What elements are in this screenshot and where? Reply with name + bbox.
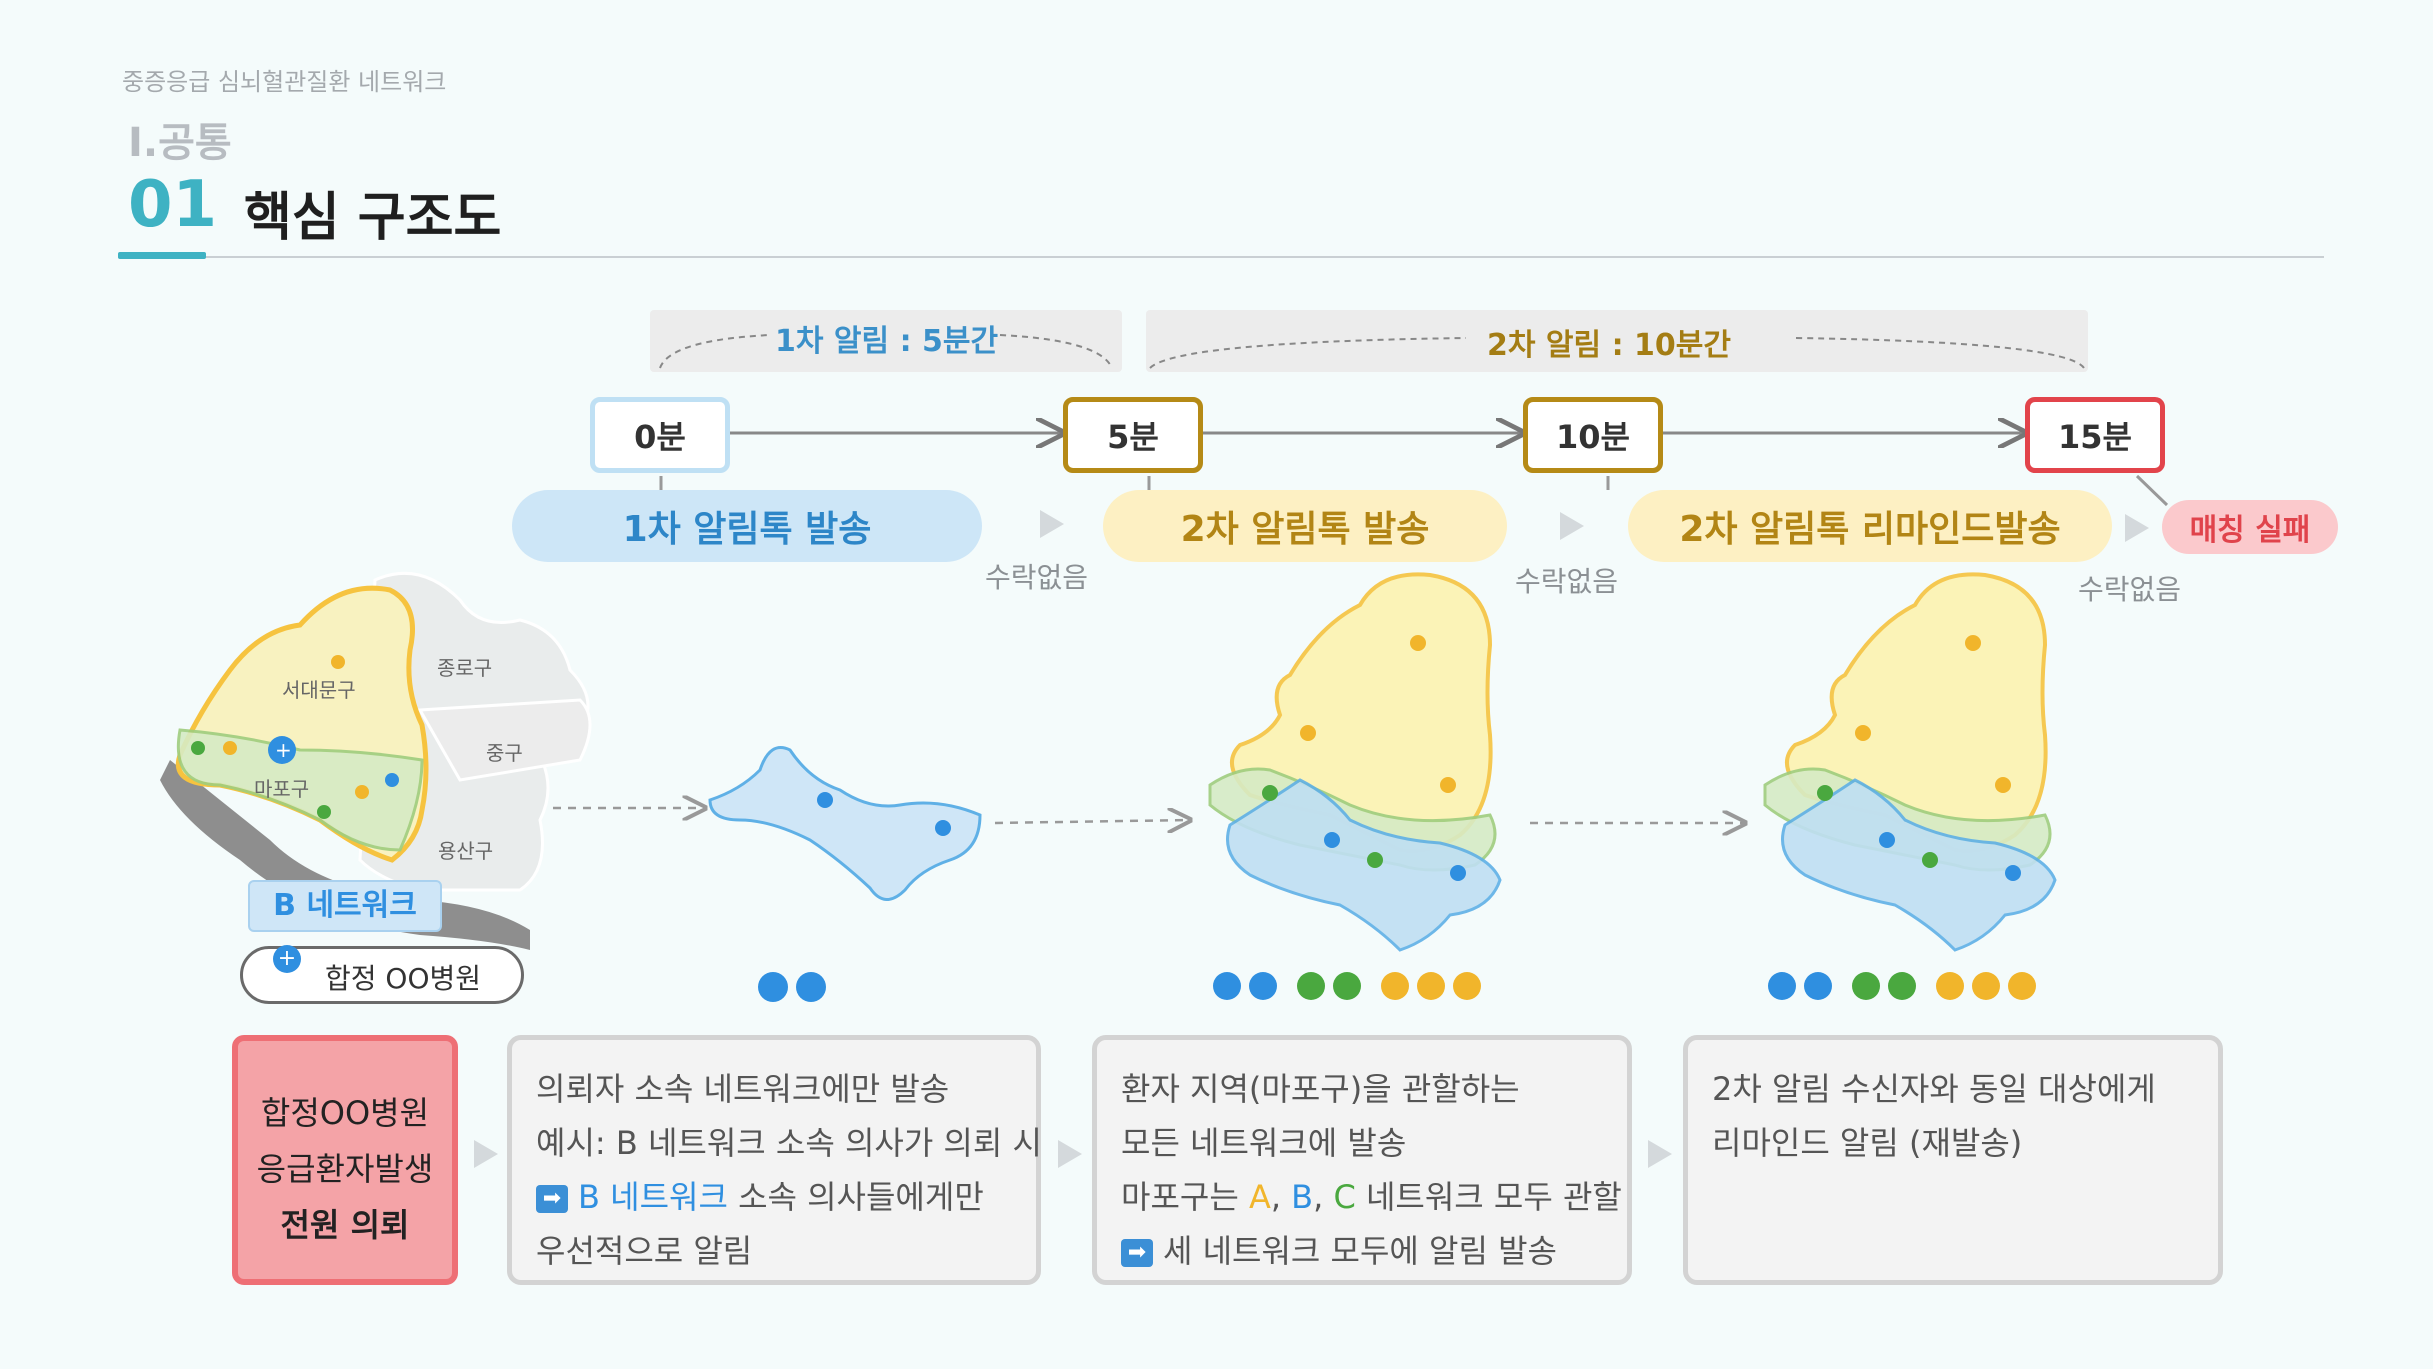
page-title: 핵심 구조도 bbox=[244, 188, 502, 248]
phase-1-bracket: 1차 알림 : 5분간 bbox=[650, 310, 1122, 372]
step-1-pill: 1차 알림톡 발송 bbox=[512, 490, 982, 562]
pin-yellow bbox=[1972, 972, 2000, 1000]
step-arrow-2 bbox=[1560, 512, 1584, 540]
no-response-2: 수락없음 bbox=[1515, 565, 1619, 598]
phase-2-label: 2차 알림 : 10분간 bbox=[1487, 328, 1731, 363]
network-b: B bbox=[1291, 1178, 1314, 1216]
card2-line-1: 환자 지역(마포구)을 관할하는 bbox=[1121, 1070, 1520, 1108]
pin-yellow bbox=[1453, 972, 1481, 1000]
region-map-abc bbox=[1208, 572, 1502, 952]
section-label: I.공통 bbox=[128, 120, 232, 166]
step-2-pill: 2차 알림톡 발송 bbox=[1103, 490, 1507, 562]
card3-line-1: 2차 알림 수신자와 동일 대상에게 bbox=[1712, 1070, 2156, 1108]
card1-line-3: ➡ B 네트워크 소속 의사들에게만 bbox=[536, 1170, 1012, 1224]
step-3-pill: 2차 알림톡 리마인드발송 bbox=[1628, 490, 2112, 562]
pin-blue bbox=[1213, 972, 1241, 1000]
card3-line-2: 리마인드 알림 (재발송) bbox=[1712, 1124, 2023, 1162]
pin-green bbox=[1297, 972, 1325, 1000]
card2-line-3-post: 네트워크 모두 관할 bbox=[1355, 1178, 1622, 1216]
phase-1-label: 1차 알림 : 5분간 bbox=[775, 324, 999, 359]
step-arrow-3 bbox=[2125, 514, 2149, 542]
pin-yellow bbox=[1936, 972, 1964, 1000]
phase-1-curve bbox=[659, 334, 1113, 369]
origin-line-1: 합정OO병원 bbox=[260, 1094, 430, 1132]
info-card-1: 의뢰자 소속 네트워크에만 발송 예시: B 네트워크 소속 의사가 의뢰 시 … bbox=[507, 1035, 1042, 1285]
hospital-label: 합정 OO병원 bbox=[325, 962, 482, 995]
step-arrow-1 bbox=[1040, 510, 1064, 538]
network-c: C bbox=[1333, 1178, 1356, 1216]
time-15min: 15분 bbox=[2025, 397, 2165, 473]
network-a: A bbox=[1248, 1178, 1271, 1216]
arrow-icon: ➡ bbox=[536, 1185, 568, 1213]
hospital-pin-icon: + bbox=[273, 945, 301, 973]
card1-line-4: 우선적으로 알림 bbox=[536, 1232, 753, 1270]
pin-blue bbox=[1249, 972, 1277, 1000]
deck-subtitle: 중증응급 심뇌혈관질환 네트워크 bbox=[122, 68, 447, 96]
card2-line-4-text: 세 네트워크 모두에 알림 발송 bbox=[1163, 1232, 1557, 1270]
label-mapo: 마포구 bbox=[254, 777, 309, 801]
label-seodaemun: 서대문구 bbox=[282, 678, 356, 702]
header-accent-bar bbox=[118, 252, 206, 259]
arrow-icon: ➡ bbox=[1121, 1239, 1153, 1267]
info-card-3: 2차 알림 수신자와 동일 대상에게 리마인드 알림 (재발송) bbox=[1683, 1035, 2223, 1285]
origin-card: 합정OO병원 응급환자발생 전원 의뢰 bbox=[232, 1035, 458, 1285]
sep: , bbox=[1270, 1178, 1292, 1216]
hospital-badge: + 합정 OO병원 bbox=[240, 945, 524, 1004]
card1-line-1: 의뢰자 소속 네트워크에만 발송 bbox=[536, 1070, 950, 1108]
pin-green bbox=[1333, 972, 1361, 1000]
origin-line-2: 응급환자발생 bbox=[256, 1150, 434, 1188]
origin-line-3: 전원 의뢰 bbox=[280, 1206, 410, 1244]
label-jongno: 종로구 bbox=[437, 656, 492, 680]
label-jung: 중구 bbox=[486, 741, 523, 765]
region-map-b bbox=[708, 746, 982, 901]
card2-line-3: 마포구는 A, B, C 네트워크 모두 관할 bbox=[1121, 1170, 1622, 1224]
no-response-1: 수락없음 bbox=[985, 561, 1089, 594]
card-arrow-3 bbox=[1648, 1140, 1672, 1168]
time-0min: 0분 bbox=[590, 397, 730, 473]
svg-text:+: + bbox=[275, 738, 292, 762]
pins-row-2 bbox=[1213, 972, 1481, 1004]
map-pins: + bbox=[191, 655, 399, 819]
b-network-badge: B 네트워크 bbox=[248, 880, 442, 932]
card1-line-2: 예시: B 네트워크 소속 의사가 의뢰 시 bbox=[536, 1124, 1042, 1162]
pin-b-2 bbox=[796, 972, 826, 1002]
header-divider bbox=[118, 256, 2324, 258]
phase-2-bracket: 2차 알림 : 10분간 bbox=[1146, 310, 2088, 372]
pin-yellow bbox=[1417, 972, 1445, 1000]
sep: , bbox=[1313, 1178, 1334, 1216]
phase-2-curve bbox=[1149, 337, 2085, 369]
pins-row-3 bbox=[1768, 972, 2036, 1004]
match-fail-pill: 매칭 실패 bbox=[2162, 500, 2338, 554]
card-arrow-1 bbox=[474, 1140, 498, 1168]
pin-yellow bbox=[1381, 972, 1409, 1000]
pins-row-1 bbox=[758, 972, 826, 1006]
card2-line-3-pre: 마포구는 bbox=[1121, 1178, 1249, 1216]
pin-green bbox=[1888, 972, 1916, 1000]
card1-highlight: B 네트워크 bbox=[578, 1178, 728, 1216]
section-number: 01 bbox=[128, 168, 218, 242]
label-yongsan: 용산구 bbox=[438, 839, 493, 863]
card1-line-3-rest: 소속 의사들에게만 bbox=[727, 1178, 984, 1216]
pin-yellow bbox=[2008, 972, 2036, 1000]
region-map-abc-remind bbox=[1763, 572, 2057, 952]
time-5min: 5분 bbox=[1063, 397, 1203, 473]
pin-blue bbox=[1804, 972, 1832, 1000]
card2-line-4: ➡ 세 네트워크 모두에 알림 발송 bbox=[1121, 1224, 1603, 1278]
no-response-3: 수락없음 bbox=[2078, 573, 2182, 606]
pin-green bbox=[1852, 972, 1880, 1000]
pin-blue bbox=[1768, 972, 1796, 1000]
time-10min: 10분 bbox=[1523, 397, 1663, 473]
card2-line-2: 모든 네트워크에 발송 bbox=[1121, 1124, 1407, 1162]
info-card-2: 환자 지역(마포구)을 관할하는 모든 네트워크에 발송 마포구는 A, B, … bbox=[1092, 1035, 1632, 1285]
card-arrow-2 bbox=[1058, 1140, 1082, 1168]
pin-b-1 bbox=[758, 972, 788, 1002]
